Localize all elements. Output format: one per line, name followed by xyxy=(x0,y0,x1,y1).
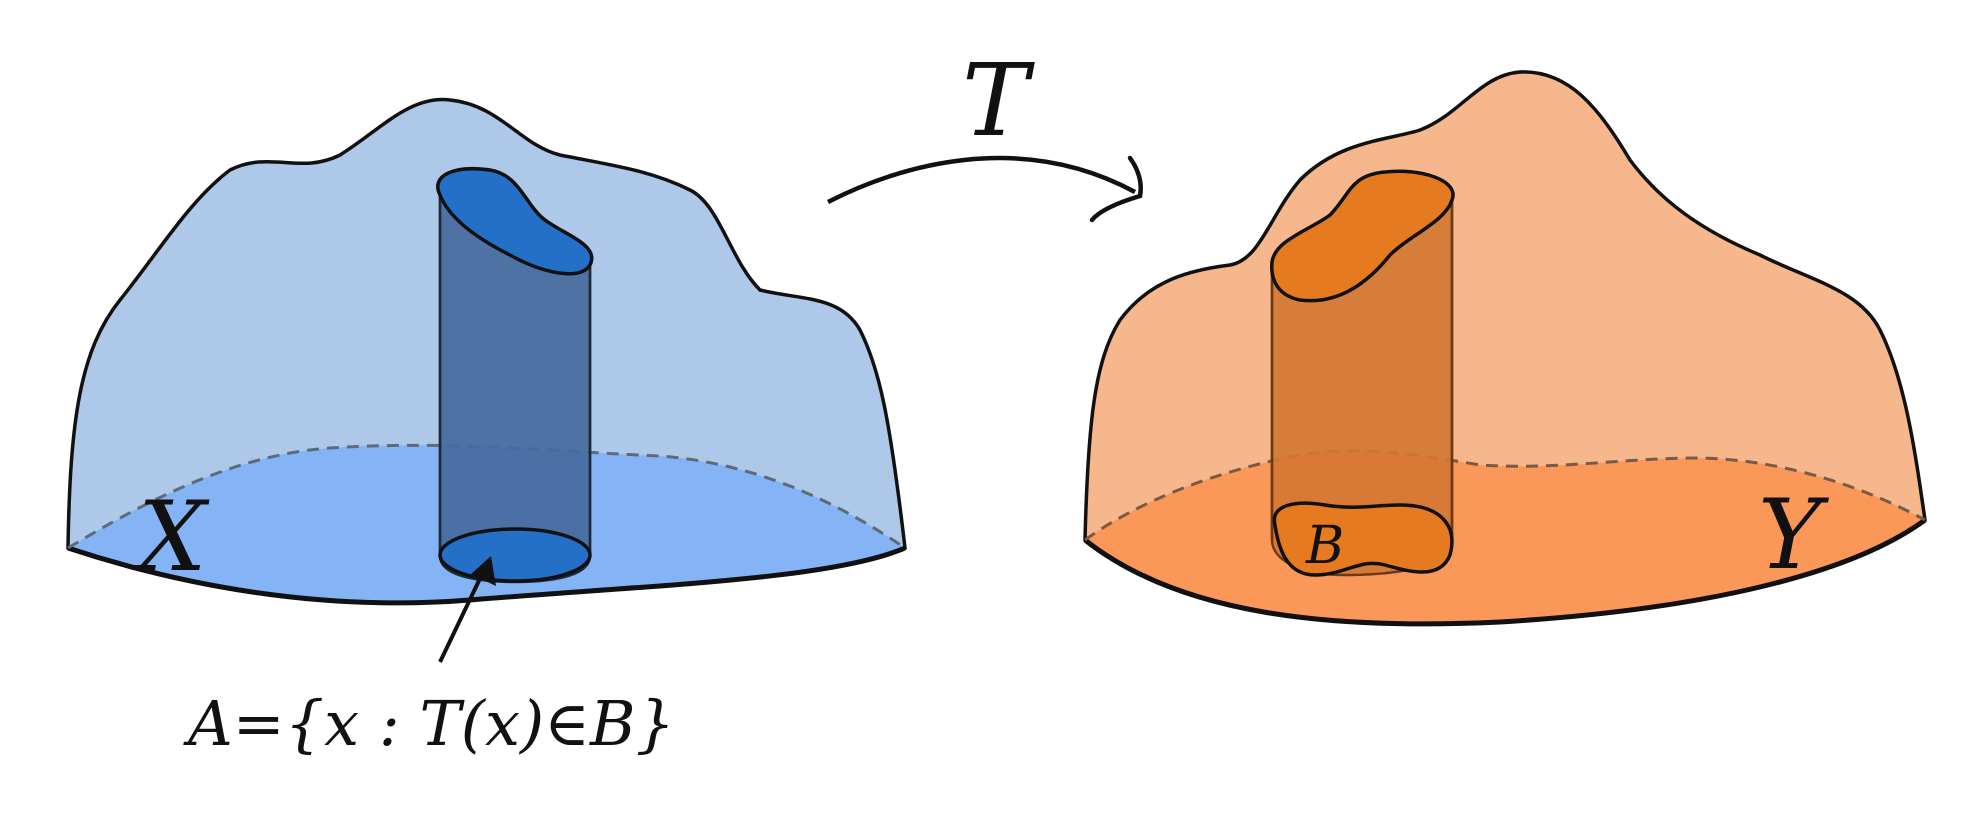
map-t-label: T xyxy=(962,42,1035,159)
space-y-set-b xyxy=(1272,501,1454,577)
set-b-label: B xyxy=(1305,516,1344,576)
space-x-hidden-rim xyxy=(67,443,906,550)
map-t-arrow-shaft xyxy=(826,155,1137,205)
space-y-base-edge xyxy=(1083,517,1927,627)
space-x-label: X xyxy=(131,481,210,593)
space-x-set-top xyxy=(436,167,594,276)
preimage-pointer-line xyxy=(438,565,488,663)
space-x-set-a xyxy=(438,527,592,583)
preimage-formula: A={x : T(x)∈B} xyxy=(183,687,675,760)
space-x: X xyxy=(66,97,907,663)
map-t: T xyxy=(826,42,1143,223)
map-t-arrow-head xyxy=(1089,155,1143,223)
space-y-set-top xyxy=(1270,169,1455,303)
preimage-pointer-arrowhead xyxy=(471,556,496,586)
space-y-label: Y xyxy=(1758,479,1830,591)
space-y-hidden-rim xyxy=(1084,449,1926,542)
space-y: B Y xyxy=(1083,70,1927,627)
